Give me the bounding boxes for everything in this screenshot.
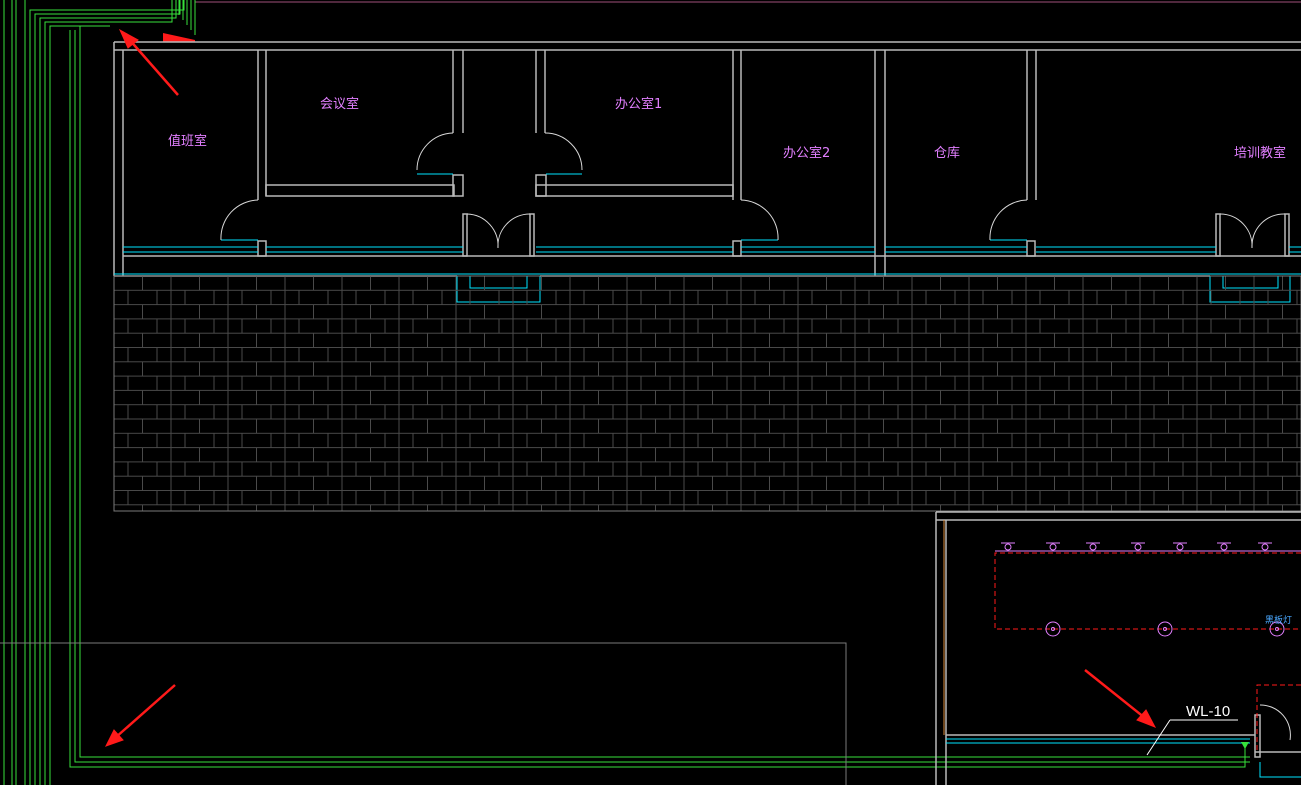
socket-symbols[interactable] — [1001, 542, 1272, 551]
arrow-bottom-left — [104, 684, 176, 747]
room-label-office2: 办公室2 — [783, 145, 830, 161]
door-swings[interactable] — [220, 132, 1286, 249]
room-label-storage: 仓库 — [934, 145, 960, 161]
area-boundary — [0, 642, 847, 785]
walls[interactable] — [113, 41, 1301, 277]
room-label-duty: 值班室 — [168, 133, 207, 149]
fixture-label: 黑板灯 — [1265, 614, 1292, 626]
corridor-tile-floor — [113, 275, 1301, 512]
window-lines — [114, 173, 1301, 303]
room-label-meeting: 会议室 — [320, 96, 359, 112]
room-label-office1: 办公室1 — [615, 96, 662, 112]
room-label-training: 培训教室 — [1234, 145, 1286, 161]
red-annotation-arrows — [104, 28, 1157, 747]
light-fixtures[interactable] — [1045, 621, 1285, 637]
wl-10-label: WL-10 — [1186, 703, 1230, 720]
red-marker — [163, 33, 195, 42]
arrow-top-left — [118, 28, 179, 96]
arrow-bottom-right — [1084, 669, 1157, 728]
wl-10-annotation[interactable]: WL-10 — [1146, 703, 1249, 756]
lower-room[interactable] — [935, 511, 1301, 785]
circuit-lines[interactable] — [3, 0, 1250, 785]
